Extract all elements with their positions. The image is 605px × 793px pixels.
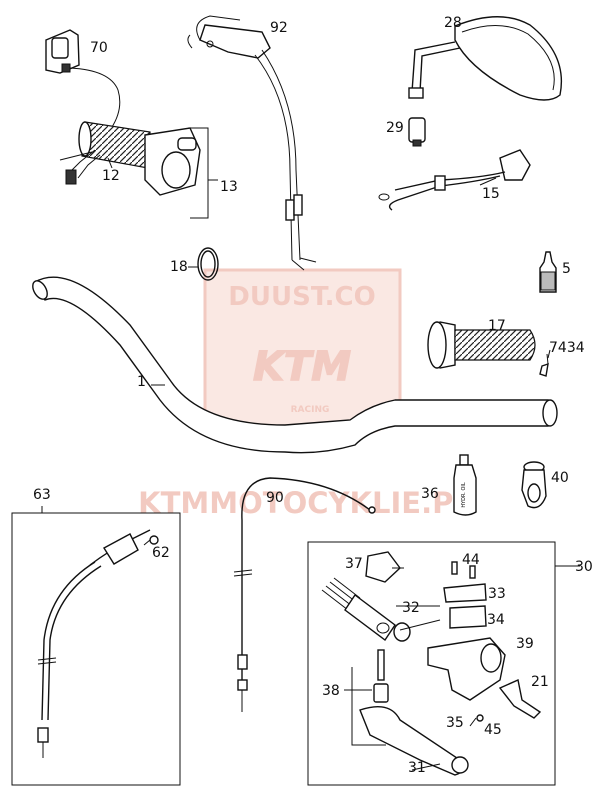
callout-18: 18: [170, 259, 188, 275]
part-17-grip: [427, 321, 536, 369]
watermark-site: KTMMOTOCYKLIE.PL: [138, 486, 472, 520]
part-40-clamp: [521, 461, 547, 509]
callout-70: 70: [90, 40, 108, 56]
callout-28: 28: [444, 15, 462, 31]
part-12-13-throttle: [59, 121, 209, 219]
callout-21: 21: [531, 674, 549, 690]
callout-44: 44: [462, 552, 480, 568]
callout-40: 40: [551, 470, 569, 486]
watermark-logo: KTM: [253, 344, 351, 390]
callout-5: 5: [562, 261, 571, 277]
callout-17: 17: [488, 318, 506, 334]
part-15-kill-switch: [378, 149, 531, 211]
callout-92: 92: [270, 20, 288, 36]
callout-33: 33: [488, 586, 506, 602]
callout-38: 38: [322, 683, 340, 699]
group-63-clutch: [11, 506, 181, 786]
part-90-cable: [233, 477, 376, 712]
callout-labels: 70 92 28 29 12 13 15 18 5 17 7434 1 63 6…: [33, 15, 593, 776]
callout-37: 37: [345, 556, 363, 572]
callout-35: 35: [446, 715, 464, 731]
watermark-ribbon: RACING: [291, 405, 330, 415]
callout-63: 63: [33, 487, 51, 503]
callout-1: 1: [137, 374, 146, 390]
part-1-handlebar: [32, 276, 558, 454]
callout-45: 45: [484, 722, 502, 738]
callout-7434: 7434: [549, 340, 585, 356]
callout-29: 29: [386, 120, 404, 136]
callout-31: 31: [408, 760, 426, 776]
callout-36: 36: [421, 486, 439, 502]
group-30-brake-cylinder: [307, 541, 580, 786]
part-36-oil-bottle: HYDR. OIL: [453, 454, 477, 516]
leader-lines: [107, 157, 551, 771]
watermark: DUUST.CO KTM RACING KTMMOTOCYKLIE.PL: [138, 268, 472, 520]
callout-39: 39: [516, 636, 534, 652]
part-18-clamp: [197, 247, 219, 281]
part-5-tube: [539, 251, 557, 293]
callout-15: 15: [482, 186, 500, 202]
bottle-label: HYDR. OIL: [461, 482, 467, 508]
part-28-mirror: [408, 16, 563, 147]
part-92-cables: [187, 15, 317, 271]
callout-90: 90: [266, 490, 284, 506]
part-70-switch: [45, 29, 121, 131]
part-7434-plug: [539, 353, 549, 377]
callout-32: 32: [402, 600, 420, 616]
callout-62: 62: [152, 545, 170, 561]
callout-34: 34: [487, 612, 505, 628]
watermark-brand: DUUST.CO: [228, 282, 375, 312]
callout-12: 12: [102, 168, 120, 184]
callout-13: 13: [220, 179, 238, 195]
callout-30: 30: [575, 559, 593, 575]
